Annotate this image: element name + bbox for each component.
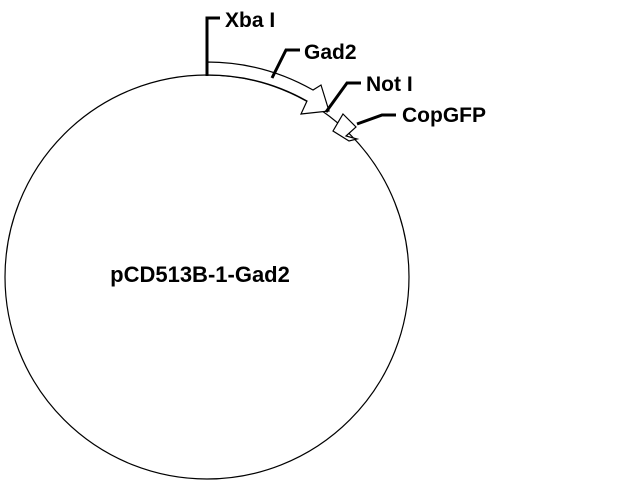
gad2-label: Gad2 [304,41,357,64]
gad2-feature-arrow [206,61,330,115]
copgfp-leader-line [356,113,396,126]
copgfp-feature-arrow [332,113,360,142]
copgfp-label: CopGFP [402,104,486,127]
noti-leader-line [324,81,361,113]
plasmid-name: pCD513B-1-Gad2 [110,262,290,287]
xbai-leader-line [205,16,220,76]
xbai-label: Xba I [225,9,275,32]
noti-label: Not I [366,73,413,96]
gad2-leader-line [270,48,300,79]
